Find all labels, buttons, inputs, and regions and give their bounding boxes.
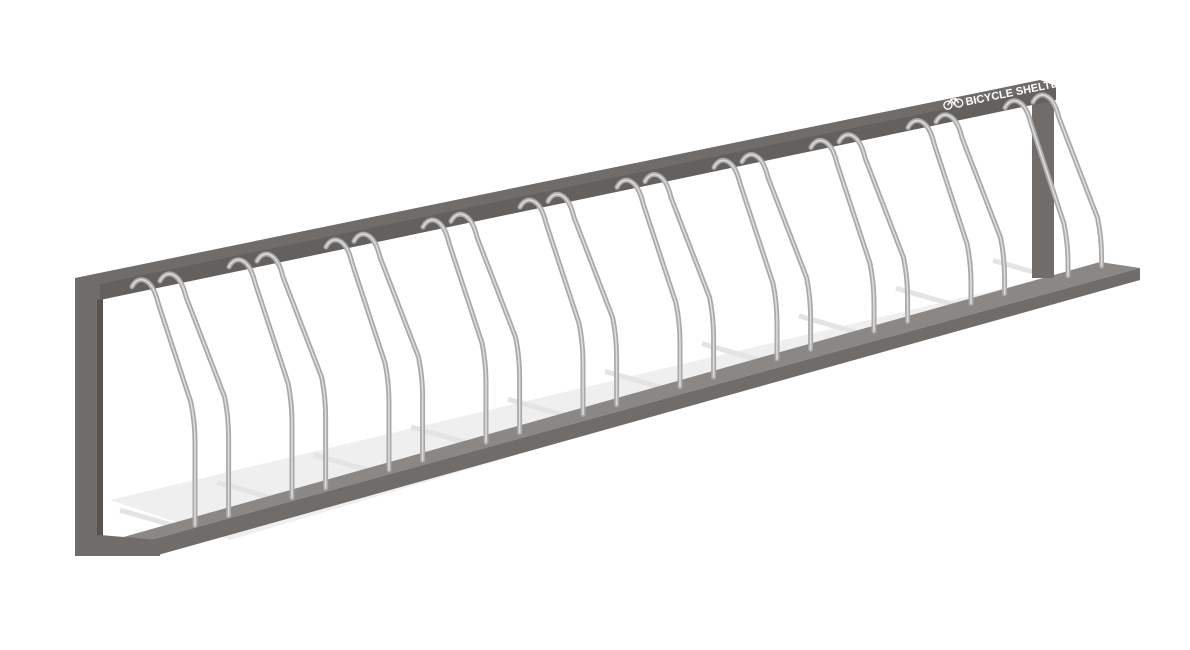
hoop — [450, 213, 521, 434]
left-post-side — [97, 285, 103, 545]
hoop — [907, 119, 972, 305]
hoop — [256, 253, 327, 489]
bicycle-icon — [943, 97, 964, 110]
hoop — [838, 133, 909, 323]
hoop — [325, 239, 390, 471]
hoop — [616, 179, 681, 388]
hoop — [323, 237, 392, 473]
left-post — [75, 280, 97, 550]
left-foot — [75, 535, 160, 556]
base-rail — [150, 268, 1140, 555]
hoop — [131, 278, 196, 527]
hoop — [547, 193, 618, 406]
hoop — [353, 233, 424, 462]
hoop — [905, 118, 974, 306]
hoop — [159, 273, 230, 517]
hoops — [129, 92, 1105, 528]
hoop — [1032, 94, 1103, 267]
hoop — [519, 199, 584, 416]
hoop — [713, 159, 778, 360]
hoop — [810, 139, 875, 333]
hoop — [935, 114, 1006, 295]
hoop — [808, 137, 877, 334]
hoop — [644, 173, 715, 378]
hoop — [420, 217, 489, 445]
hoop — [422, 219, 487, 444]
top-beam-front — [100, 86, 1056, 300]
hoop — [711, 157, 780, 362]
hoop — [1004, 99, 1069, 277]
hoop — [228, 258, 293, 499]
hoop — [741, 153, 812, 351]
hoop — [614, 177, 683, 390]
